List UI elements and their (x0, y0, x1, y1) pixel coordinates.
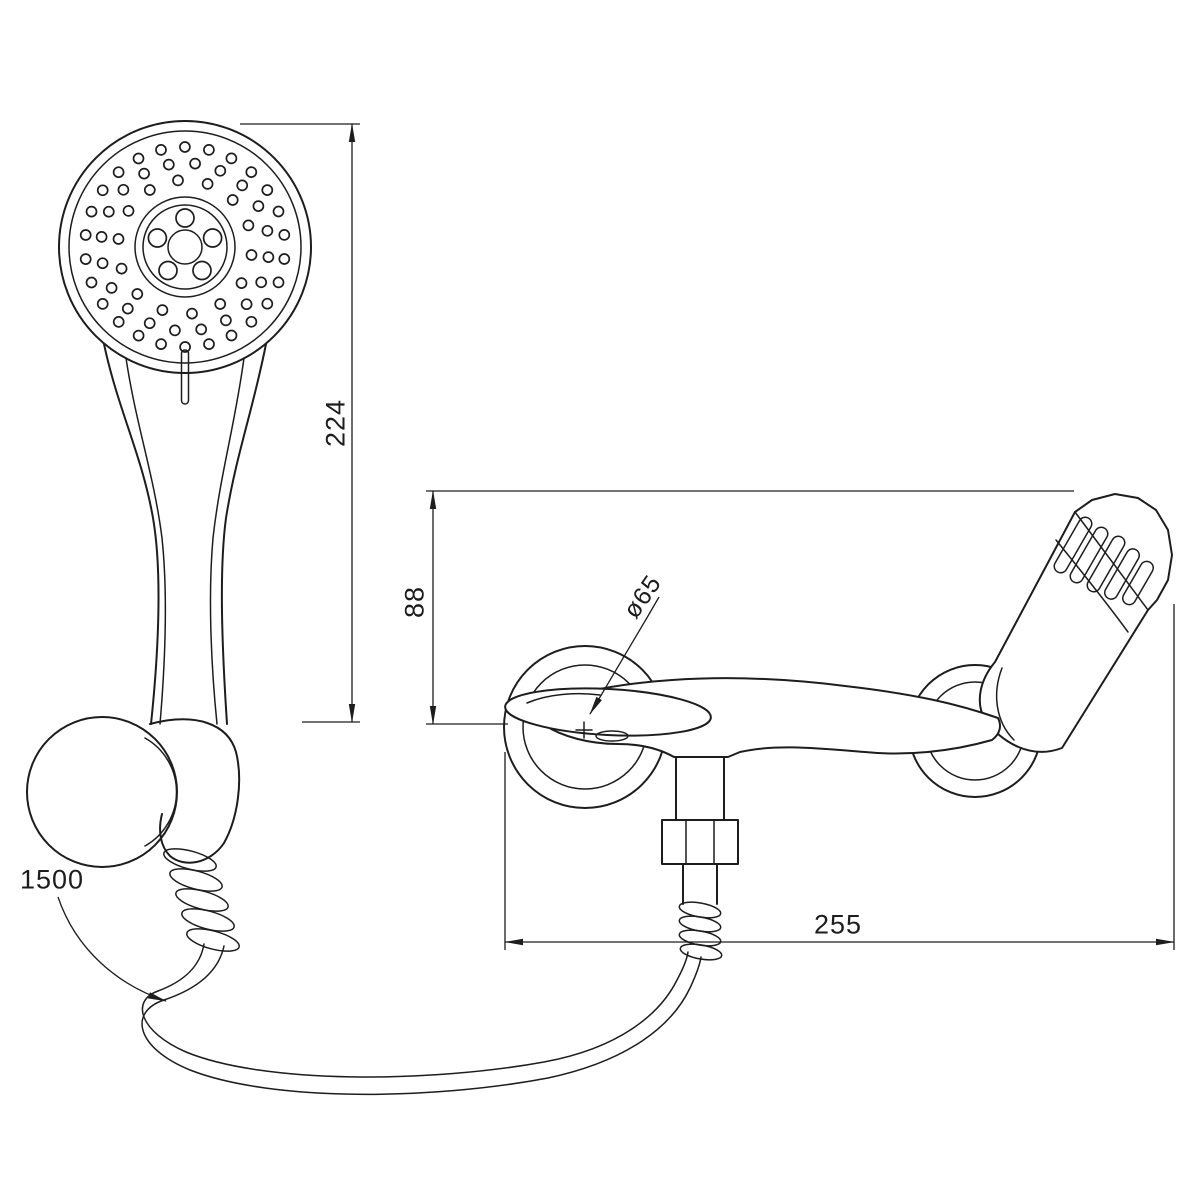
dimension-255 (504, 604, 1175, 950)
dimension-224 (240, 123, 360, 723)
dimension-label-hose-length: 1500 (19, 864, 85, 895)
dimension-diameter-65 (589, 596, 660, 715)
hose-coil-outlet (678, 901, 723, 961)
shower-handle (103, 343, 267, 725)
wall-bracket (26, 716, 241, 868)
center-cross-mark (575, 721, 593, 739)
nozzle-dots (79, 141, 291, 353)
dimension-1500 (57, 896, 167, 1002)
hub-holes (147, 208, 223, 281)
mixer-spout (978, 493, 1173, 753)
dimension-label-mixer-height: 88 (399, 585, 430, 619)
outlet-connector (661, 756, 739, 961)
hose-coil-bracket (163, 848, 240, 952)
spout-grip-grooves (1053, 516, 1154, 606)
dimension-88 (426, 490, 1074, 725)
dimension-label-mixer-width: 255 (813, 909, 863, 940)
shower-hose (141, 943, 702, 1096)
shower-head (58, 120, 312, 405)
mode-slot (180, 349, 190, 405)
outlet-hex-nut (661, 819, 739, 865)
mixer-lever (504, 687, 712, 742)
dimension-label-handset-height: 224 (320, 398, 351, 448)
